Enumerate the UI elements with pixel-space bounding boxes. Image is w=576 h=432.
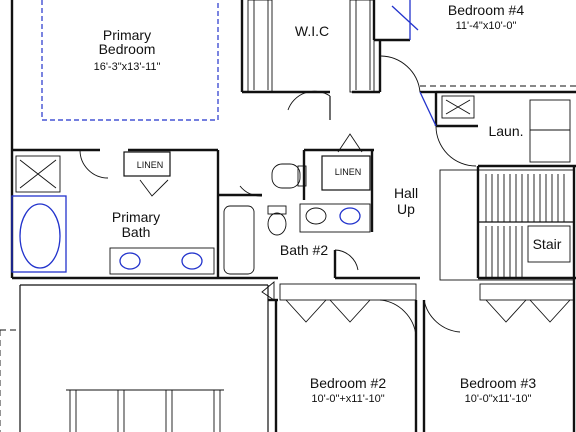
- bedroom2-dims: 10'-0"+x11'-10": [311, 393, 384, 405]
- bathtub: [19, 203, 61, 269]
- dryer: [529, 99, 571, 163]
- linen1-label: LINEN: [137, 160, 164, 170]
- bath-2: Bath #2: [223, 163, 371, 275]
- bath2-vanity: [299, 203, 371, 233]
- bedroom-3: Bedroom #3 10'-0"x11'-10": [423, 283, 575, 405]
- shower: [15, 155, 61, 193]
- bath-door-swing: [79, 149, 109, 179]
- bedroom3-label: Bedroom #3: [460, 375, 536, 391]
- bedroom4-label: Bedroom #4: [448, 2, 524, 18]
- bedroom4-door-swing: [379, 55, 421, 93]
- linen-closet-1: LINEN: [123, 151, 171, 197]
- bed-outline: [41, 0, 219, 121]
- bedroom2-closet-doors: [285, 299, 371, 323]
- hall: Hall Up: [239, 185, 418, 217]
- bath2-sink-left: [305, 207, 327, 225]
- primary-bath-label-2: Bath: [122, 224, 151, 240]
- stair-treads-lower: [485, 226, 523, 278]
- wic-shelf-left: [247, 0, 273, 93]
- primary-bedroom-label-2: Bedroom: [99, 41, 156, 57]
- bedroom4-door-blue: [391, 0, 419, 40]
- walk-in-closet: W.I.C: [247, 0, 375, 120]
- sink-left: [119, 252, 141, 270]
- toilet-top: [271, 163, 301, 189]
- toilet2-bowl: [267, 212, 287, 236]
- primary-bath: Primary Bath: [11, 149, 215, 275]
- primary-bedroom: Primary Bedroom 16'-3"x13'-11": [41, 0, 219, 121]
- bedroom-2: Bedroom #2 10'-0"+x11'-10": [261, 281, 417, 405]
- washer: [441, 95, 475, 119]
- bedroom3-dims: 10'-0"x11'-10": [465, 393, 532, 405]
- bedroom2-door-swing: [379, 299, 417, 337]
- bedroom4-dims: 11'-4"x10'-0": [456, 20, 517, 32]
- deck-area: [0, 329, 224, 432]
- bath2-sink-right: [339, 207, 361, 225]
- deck-posts: [69, 390, 221, 432]
- bedroom2-label: Bedroom #2: [310, 375, 386, 391]
- hall-label: Hall: [394, 185, 418, 201]
- linen-closet-2: LINEN: [321, 133, 371, 191]
- sink-right: [181, 252, 203, 270]
- stair: Stair: [439, 169, 575, 281]
- bath2-tub: [223, 205, 255, 275]
- hall-up-label: Up: [397, 201, 415, 217]
- bedroom2-closet: [279, 283, 417, 301]
- linen2-label: LINEN: [335, 167, 362, 177]
- wic-label: W.I.C: [295, 23, 329, 39]
- stair-label: Stair: [533, 236, 562, 252]
- laundry-label: Laun.: [488, 123, 523, 139]
- primary-bath-label-1: Primary: [112, 209, 160, 225]
- vanity: [109, 247, 215, 275]
- bedroom-4: Bedroom #4 11'-4"x10'-0": [379, 0, 576, 127]
- wic-shelf-right: [349, 0, 375, 93]
- bathtub-frame: [11, 195, 67, 273]
- stair-treads-upper: [485, 174, 565, 222]
- laundry-door-swing: [435, 125, 477, 167]
- wic-door-swing: [287, 90, 331, 111]
- laundry: Laun.: [435, 95, 571, 167]
- primary-bedroom-label-1: Primary: [103, 27, 151, 43]
- bedroom3-closet: [479, 283, 575, 301]
- bath2-door-swing: [334, 249, 359, 271]
- bedroom3-closet-doors: [485, 299, 571, 323]
- primary-bedroom-dims: 16'-3"x13'-11": [94, 61, 161, 73]
- bath2-label: Bath #2: [280, 242, 328, 258]
- toilet2-tank: [267, 205, 287, 215]
- bedroom3-door-swing: [423, 299, 461, 333]
